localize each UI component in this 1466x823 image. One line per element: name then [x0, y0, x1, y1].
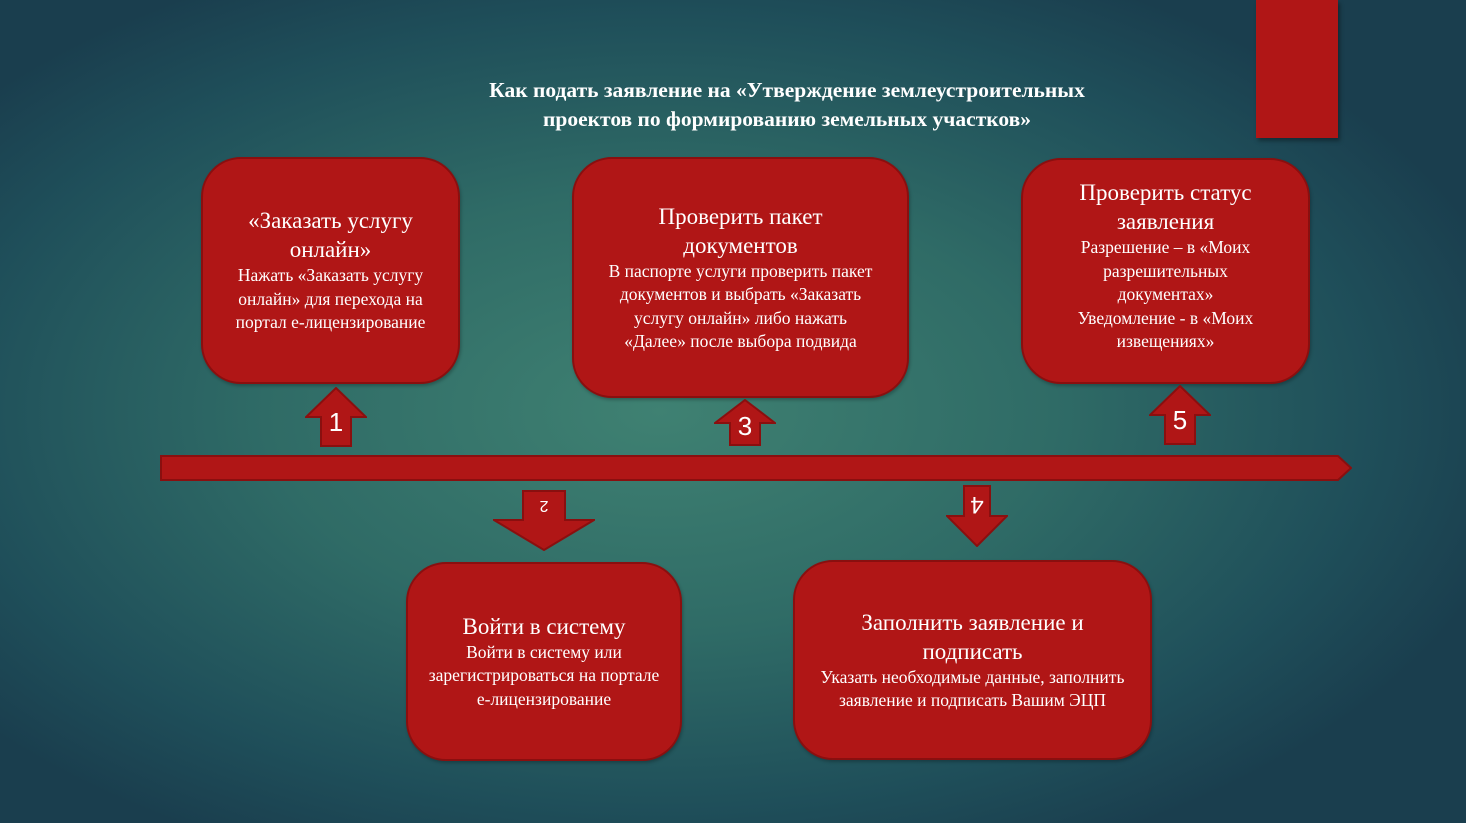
step-2-heading: Войти в систему [462, 613, 626, 639]
step-1-box: «Заказать услугу онлайн» Нажать «Заказат… [201, 157, 460, 384]
step-1-up-arrow-icon: 1 [303, 386, 369, 447]
step-3-number: 3 [737, 411, 753, 441]
step-4-box: Заполнить заявление и подписать Указать … [793, 560, 1152, 760]
step-2-description: Войти в систему или зарегистрироваться н… [428, 641, 660, 709]
step-1-description: Нажать «Заказать услугу онлайн» для пере… [235, 265, 426, 333]
step-3-description: В паспорте услуги проверить пакет докуме… [608, 260, 873, 352]
step-4-down-arrow-icon: 4 [944, 485, 1010, 548]
page-title: Как подать заявление на «Утверждение зем… [420, 76, 1154, 134]
step-5-number: 5 [1172, 405, 1188, 435]
step-3-heading: Проверить пакет документов [658, 203, 823, 258]
step-1-heading: «Заказать услугу онлайн» [248, 208, 413, 263]
title-line-1: Как подать заявление на «Утверждение зем… [489, 78, 1085, 102]
title-line-2: проектов по формированию земельных участ… [543, 107, 1031, 131]
step-5-description-1: Разрешение – в «Моих разрешительных доку… [1080, 237, 1251, 305]
step-3-up-arrow-icon: 3 [712, 398, 778, 446]
step-2-number: 2 [539, 497, 549, 514]
step-2-down-arrow-icon: 2 [490, 490, 598, 552]
timeline-arrow [160, 455, 1352, 481]
decorative-accent-rectangle [1256, 0, 1338, 138]
step-1-number: 1 [328, 407, 344, 437]
step-5-up-arrow-icon: 5 [1147, 384, 1213, 445]
step-2-box: Войти в систему Войти в систему или заре… [406, 562, 682, 761]
step-5-heading: Проверить статус заявления [1079, 180, 1252, 235]
step-5-description-2: Уведомление - в «Моих извещениях» [1077, 307, 1254, 352]
step-4-number: 4 [970, 491, 984, 518]
step-3-box: Проверить пакет документов В паспорте ус… [572, 157, 909, 398]
step-4-description: Указать необходимые данные, заполнить за… [820, 666, 1125, 711]
step-5-box: Проверить статус заявления Разрешение – … [1021, 158, 1310, 384]
step-4-heading: Заполнить заявление и подписать [861, 609, 1084, 664]
